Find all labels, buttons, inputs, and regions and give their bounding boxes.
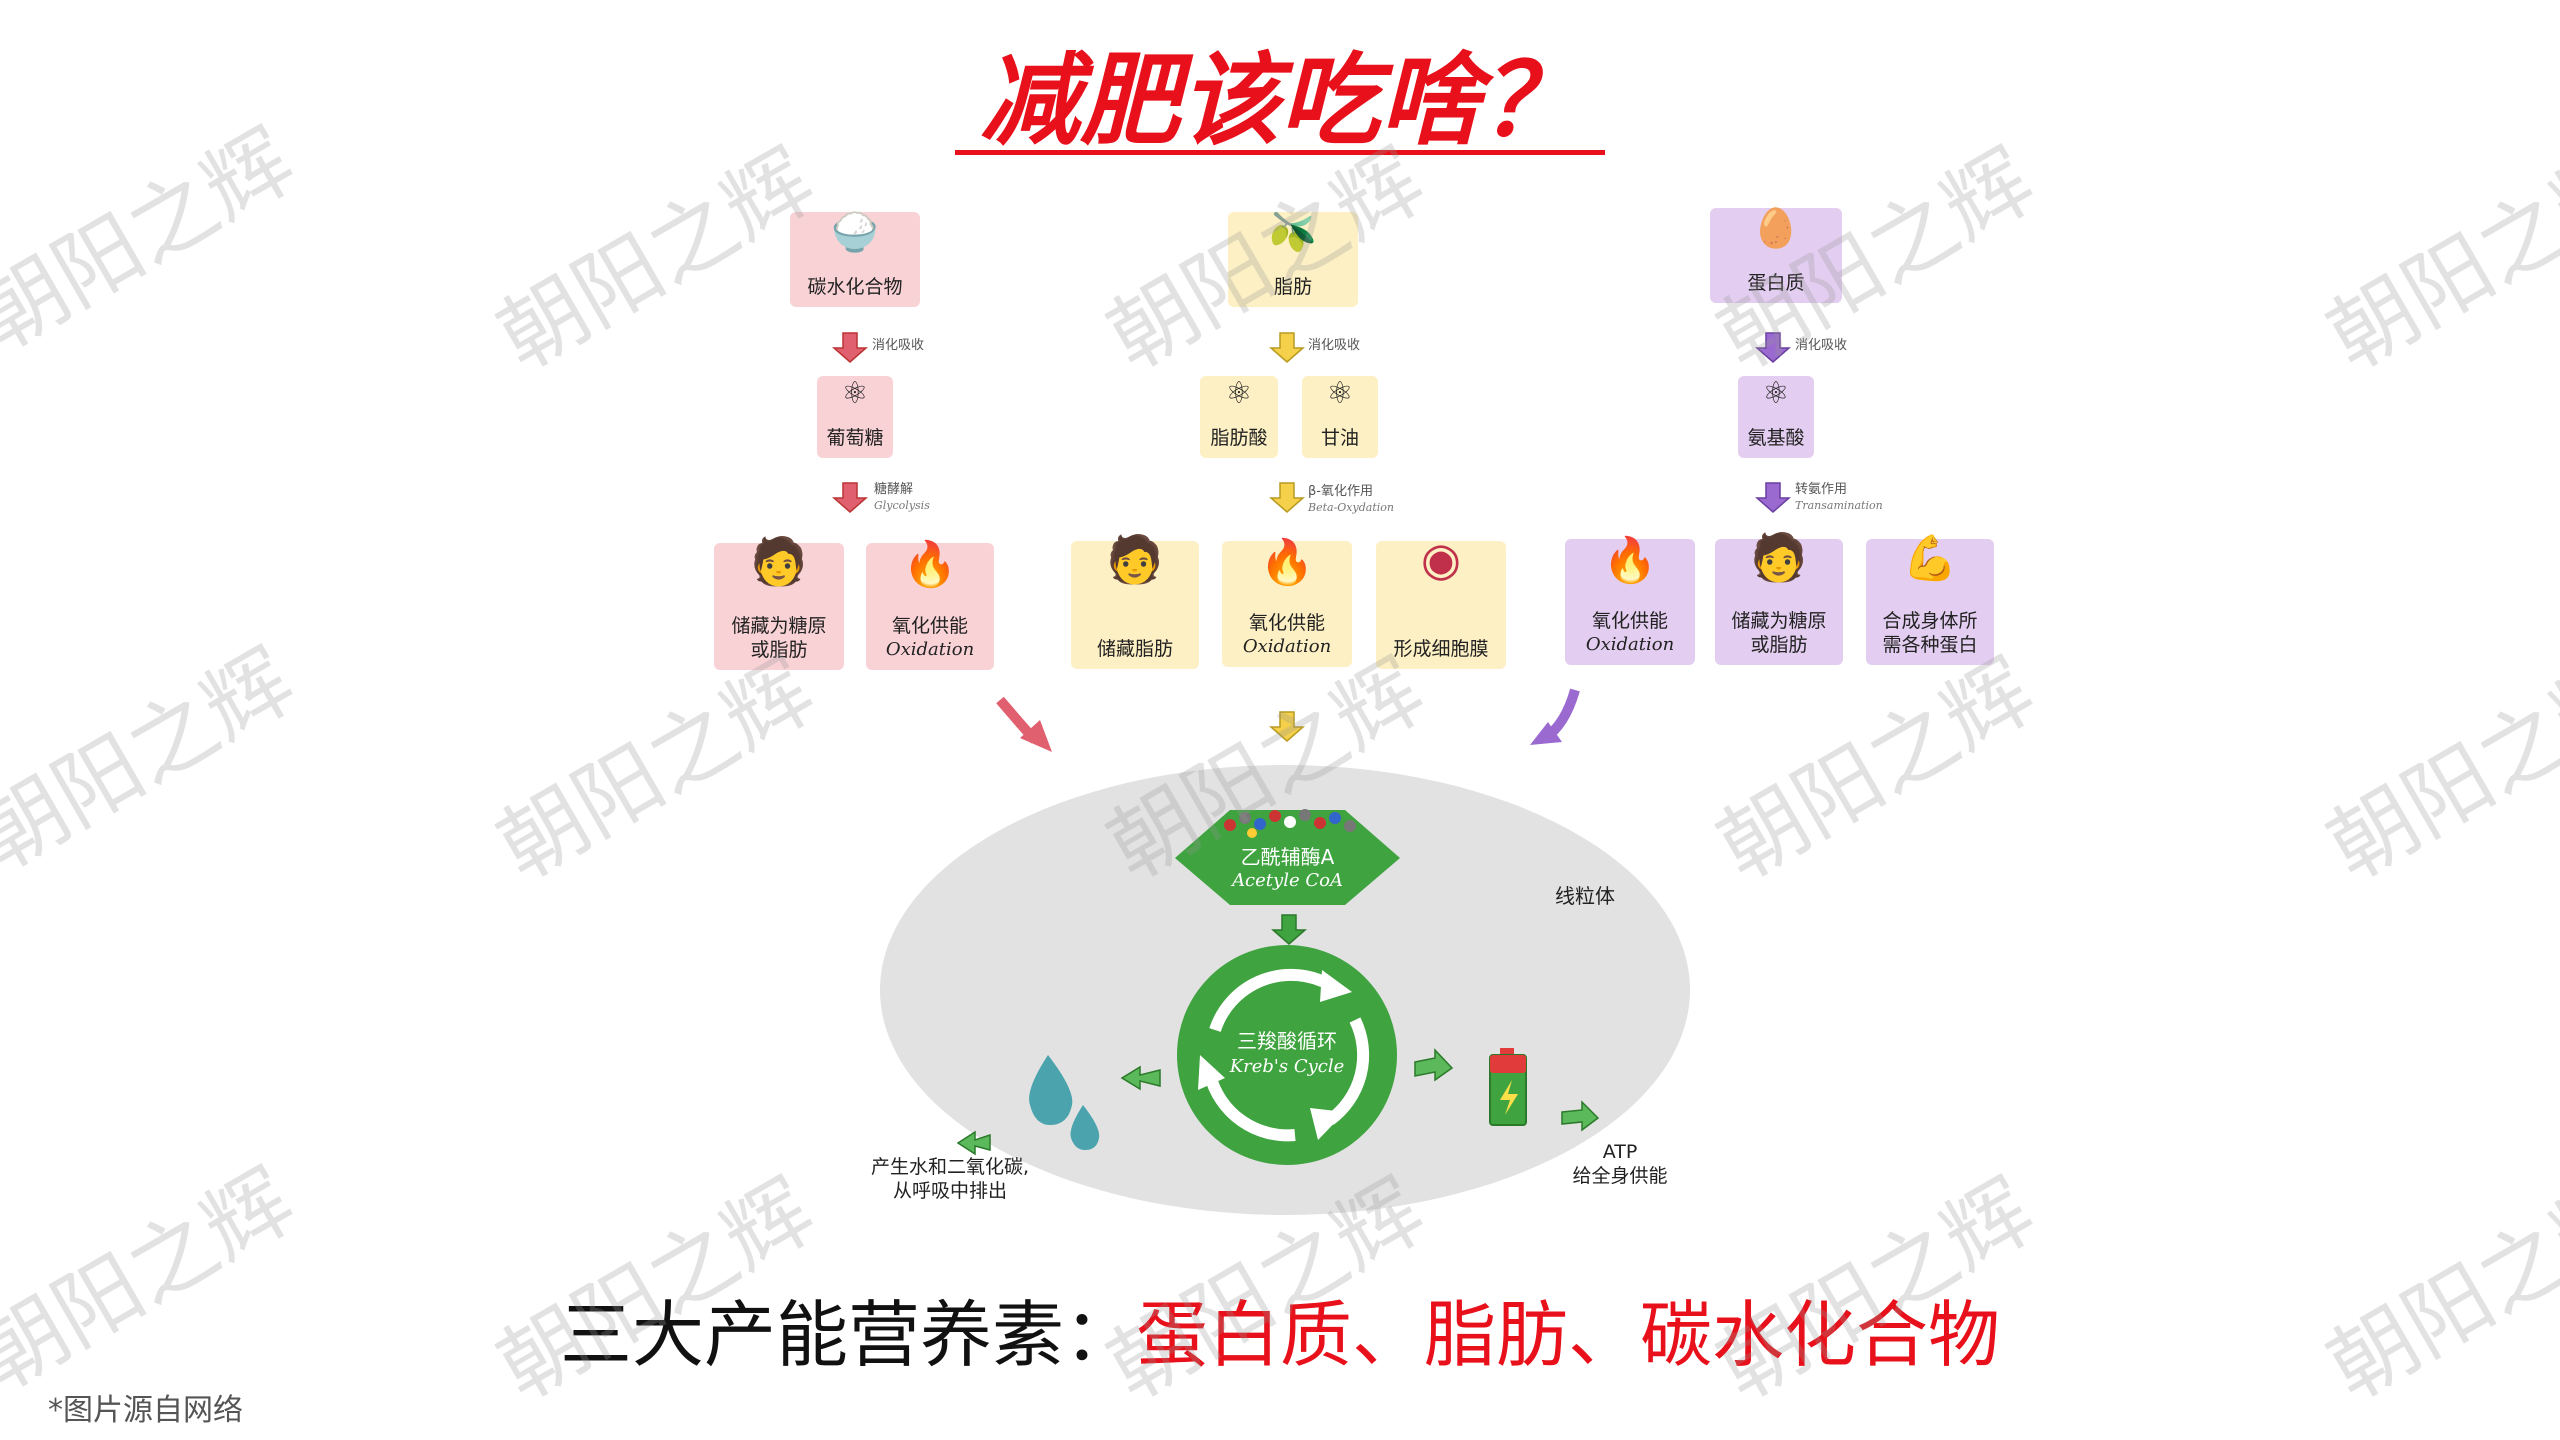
carb-oxidation-en: Oxidation [885,639,975,660]
glucose-box: ⚛ 葡萄糖 [817,376,893,458]
protein-synthesis-box: 💪 合成身体所 需各种蛋白 [1866,533,1994,665]
fatty-acid-label: 脂肪酸 [1210,427,1268,449]
fire-icon: 🔥 [1602,535,1658,586]
carb-digest-label: 消化吸收 [872,338,925,353]
to-water-arrow [1120,1065,1161,1091]
to-atp-arrow [1414,1048,1454,1082]
acetyl-coa-en: Acetyle CoA [1232,870,1343,891]
carb-label: 碳水化合物 [807,276,903,298]
acetyl-to-krebs-arrow [1271,914,1307,945]
protein-store-box: 🧑 储藏为糖原 或脂肪 [1715,530,1843,665]
person-foods-icon: 🧑 [1106,532,1164,586]
cell-icon: ◉ [1420,532,1462,586]
summary-line: 三大产能营养素：蛋白质、脂肪、碳水化合物 [0,1290,2560,1380]
summary-prefix: 三大产能营养素： [559,1293,1136,1377]
carb-store-label: 储藏为糖原 或脂肪 [731,615,827,661]
fat-oxidation-cn: 氧化供能 [1248,612,1325,634]
glycolysis-label: 糖酵解 Glycolysis [874,482,930,514]
beta-oxidation-cn: β-氧化作用 [1308,484,1373,499]
amino-acid-label: 氨基酸 [1747,427,1805,449]
fat-oxidation-en: Oxidation [1242,636,1332,657]
fat-store-box: 🧑 储藏脂肪 [1071,532,1199,669]
protein-label: 蛋白质 [1747,272,1805,294]
glucose-molecule-icon: ⚛ [841,376,869,411]
person-foods-icon: 🧑 [1750,530,1808,584]
protein-oxidation-box: 🔥 氧化供能 Oxidation [1565,539,1695,665]
protein-digest-arrow [1755,332,1791,363]
beta-oxidation-en: Beta-Oxydation [1308,501,1394,514]
molecule-icon [1224,809,1356,838]
fat-digest-label: 消化吸收 [1308,338,1361,353]
muscle-icon: 💪 [1902,533,1958,584]
glycolysis-cn: 糖酵解 [874,482,914,497]
amino-acid-box: ⚛ 氨基酸 [1738,376,1814,458]
amino-acid-molecule-icon: ⚛ [1762,376,1790,411]
protein-synthesis-label: 合成身体所 需各种蛋白 [1882,610,1978,656]
protein-oxidation-cn: 氧化供能 [1591,610,1668,632]
atp-line2: 给全身供能 [1572,1165,1668,1187]
krebs-text: 三羧酸循环 Kreb's Cycle [1187,1028,1387,1080]
fat-store-label: 储藏脂肪 [1096,638,1173,660]
page-title: 减肥该吃啥？ [980,41,1580,159]
beta-oxidation-label: β-氧化作用 Beta-Oxydation [1308,484,1394,516]
person-foods-icon: 🧑 [750,534,808,588]
krebs-cn: 三羧酸循环 [1237,1029,1337,1053]
atp-line1: ATP [1602,1141,1638,1163]
fat-to-mito-arrow [1269,711,1305,742]
fat-oxidation-box: 🔥 氧化供能 Oxidation [1222,541,1352,667]
cycle-arrows-icon [1204,968,1370,1142]
glycolysis-en: Glycolysis [874,499,930,512]
cell-membrane-label: 形成细胞膜 [1393,638,1489,660]
fire-icon: 🔥 [902,539,958,590]
carb-oxidation-cn: 氧化供能 [891,615,968,637]
title-underline [955,150,1605,155]
oil-bottle-icon: 🫒 [1269,210,1317,254]
acetyl-coa-hexagon [1175,810,1400,905]
fat-pathway-arrow [1269,482,1305,513]
protein-box: 🥚 蛋白质 [1710,208,1842,303]
glucose-label: 葡萄糖 [826,427,884,449]
carb-box: 🍚 碳水化合物 [790,212,920,307]
krebs-en: Kreb's Cycle [1229,1056,1345,1077]
water-co2-text: 产生水和二氧化碳, 从呼吸中排出 [830,1155,1070,1203]
fatty-acid-molecule-icon: ⚛ [1225,376,1253,411]
fatty-acid-box: ⚛ 脂肪酸 [1200,376,1278,458]
fire-icon: 🔥 [1259,537,1315,588]
fat-digest-arrow [1269,332,1305,363]
source-note: *图片源自网络 [48,1393,243,1428]
carb-digest-arrow [832,332,868,363]
cell-membrane-box: ◉ 形成细胞膜 [1376,532,1506,669]
water-out-arrow [956,1130,991,1156]
fat-label: 脂肪 [1273,276,1312,298]
atp-text: ATP 给全身供能 [1550,1140,1690,1188]
summary-highlight: 蛋白质、脂肪、碳水化合物 [1136,1293,2001,1377]
water-co2-line2: 从呼吸中排出 [892,1180,1007,1202]
battery-icon [1489,1048,1527,1126]
carb-store-box: 🧑 储藏为糖原 或脂肪 [714,534,844,670]
acetyl-coa-cn: 乙酰辅酶A [1240,845,1335,869]
glycerol-molecule-icon: ⚛ [1326,376,1354,411]
transamination-cn: 转氨作用 [1795,482,1848,497]
water-co2-line1: 产生水和二氧化碳, [870,1156,1030,1178]
mitochondria-label: 线粒体 [1555,884,1615,908]
carb-pathway-arrow [832,482,868,513]
transamination-label: 转氨作用 Transamination [1795,482,1883,514]
protein-pathway-arrow [1755,482,1791,513]
glycerol-box: ⚛ 甘油 [1302,376,1378,458]
rice-bowl-icon: 🍚 [831,210,879,254]
atp-out-arrow [1561,1100,1600,1132]
protein-digest-label: 消化吸收 [1795,338,1848,353]
acetyl-coa-text: 乙酰辅酶A Acetyle CoA [1175,845,1400,893]
protein-oxidation-en: Oxidation [1585,634,1675,655]
carb-oxidation-box: 🔥 氧化供能 Oxidation [866,543,994,670]
transamination-en: Transamination [1795,499,1883,512]
water-drop-icon [1029,1055,1100,1150]
fat-box: 🫒 脂肪 [1228,212,1358,307]
sausage-egg-icon: 🥚 [1752,206,1800,250]
protein-store-label: 储藏为糖原 或脂肪 [1731,610,1827,656]
glycerol-label: 甘油 [1320,427,1359,449]
